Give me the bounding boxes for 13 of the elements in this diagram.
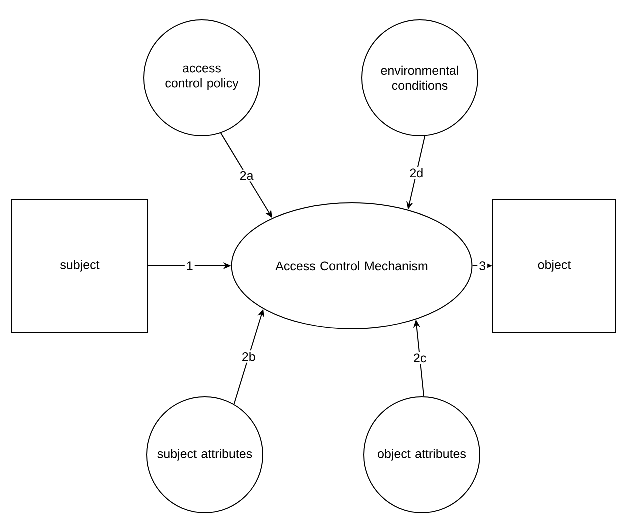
square-box: subject xyxy=(12,199,148,333)
edge-label: 1 xyxy=(187,262,193,270)
ellipse-node: Access Control Mechanism xyxy=(231,202,473,330)
square-box: object xyxy=(492,199,616,333)
circle-node: environmental conditions xyxy=(362,20,478,136)
edge-label: 3 xyxy=(480,262,486,270)
edge-label: 2d xyxy=(410,168,423,178)
edge-label: 2a xyxy=(240,171,254,180)
circle-node: object attributes xyxy=(364,396,480,514)
edge-label: 2c xyxy=(414,354,426,363)
circle-node: subject attributes xyxy=(146,396,264,514)
edge-label: 2b xyxy=(242,352,256,362)
circle-node: access control policy xyxy=(144,20,260,136)
